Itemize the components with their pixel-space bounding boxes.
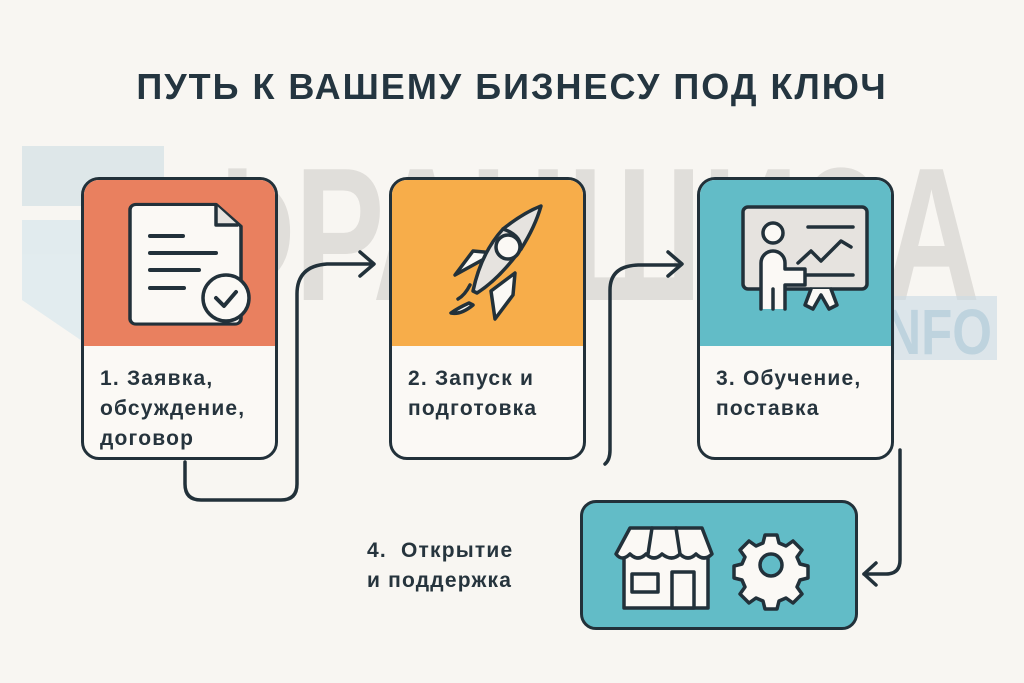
arrow-3-to-4 [862,448,902,576]
arrowhead-2-to-3 [666,250,684,278]
step-card-4 [580,500,858,630]
step-3-label: 3. Обучение, поставка [716,367,862,420]
page-title: ПУТЬ К ВАШЕМУ БИЗНЕСУ ПОД КЛЮЧ [136,66,888,107]
arrowhead-3-to-4 [862,561,878,587]
step-card-2: 2. Запуск и подготовка [389,177,586,460]
store-icon [614,526,714,610]
step-2-label: 2. Запуск и подготовка [408,367,538,420]
step-card-1: 1. Заявка, обсуждение, договор [81,177,278,460]
arrow-2-to-3 [603,263,682,466]
gear-icon [732,533,810,611]
step-card-3: 3. Обучение, поставка [697,177,894,460]
document-check-icon [128,202,251,326]
rocket-icon [449,204,543,321]
presentation-training-icon [741,205,869,311]
step-1-label: 1. Заявка, обсуждение, договор [100,367,246,450]
store-gear-icons [614,526,810,611]
arrowhead-1-to-2 [358,250,376,278]
